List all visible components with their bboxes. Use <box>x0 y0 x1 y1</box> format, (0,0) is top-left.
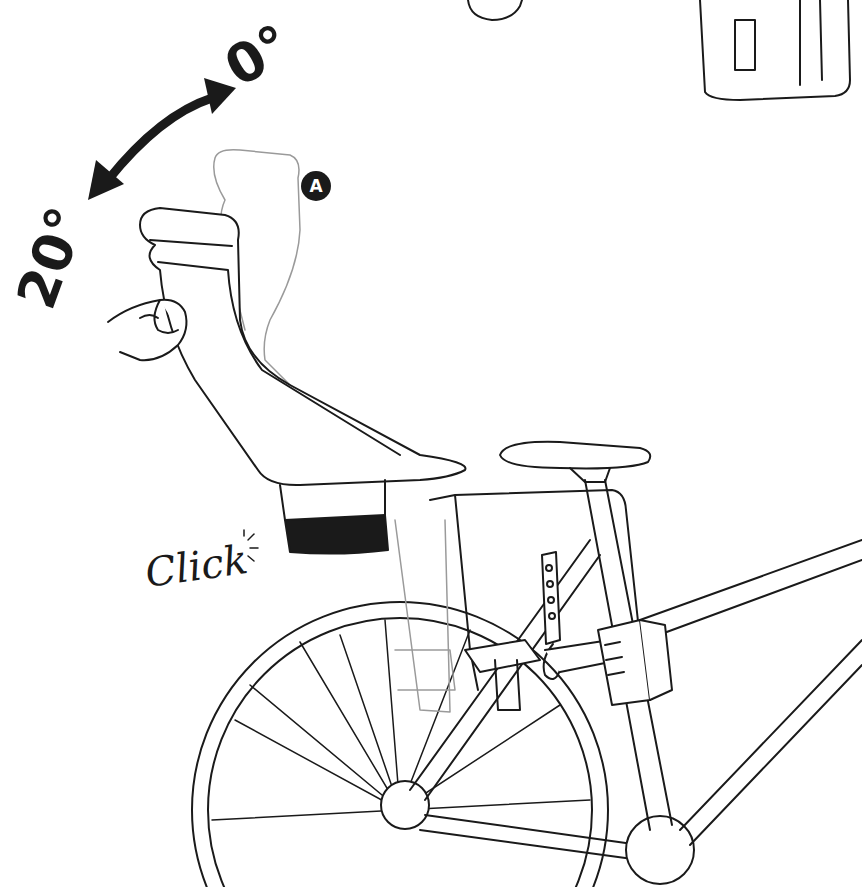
saddle <box>500 442 650 469</box>
hand <box>108 300 186 360</box>
footrest-post <box>495 660 520 710</box>
chain-stay <box>420 815 640 860</box>
carrier-frame <box>430 490 640 690</box>
footrest-ghost <box>395 520 455 712</box>
angle-label: 0° <box>217 16 300 95</box>
strap <box>735 0 822 85</box>
down-tube <box>680 640 862 845</box>
recline-arrow <box>88 78 236 200</box>
hub <box>381 781 429 829</box>
rim <box>208 618 592 887</box>
seat-edge <box>150 240 232 246</box>
angle-label: 20° <box>9 201 95 315</box>
foot-strap <box>542 552 560 644</box>
footrest <box>465 640 540 672</box>
seat-clamp <box>570 468 610 482</box>
clamp-side <box>640 620 672 700</box>
callout-badge <box>301 171 331 201</box>
clamp-detail <box>605 642 624 675</box>
child-seat <box>140 208 465 485</box>
sound-label: Click <box>142 539 249 593</box>
fragment <box>700 0 850 100</box>
seat-inner <box>158 262 400 455</box>
fragment <box>468 0 522 20</box>
top-tube <box>640 540 862 640</box>
base-side <box>280 480 385 520</box>
callout-letter: A <box>309 178 322 195</box>
strap-holes <box>546 565 555 619</box>
seat-base <box>285 515 388 554</box>
